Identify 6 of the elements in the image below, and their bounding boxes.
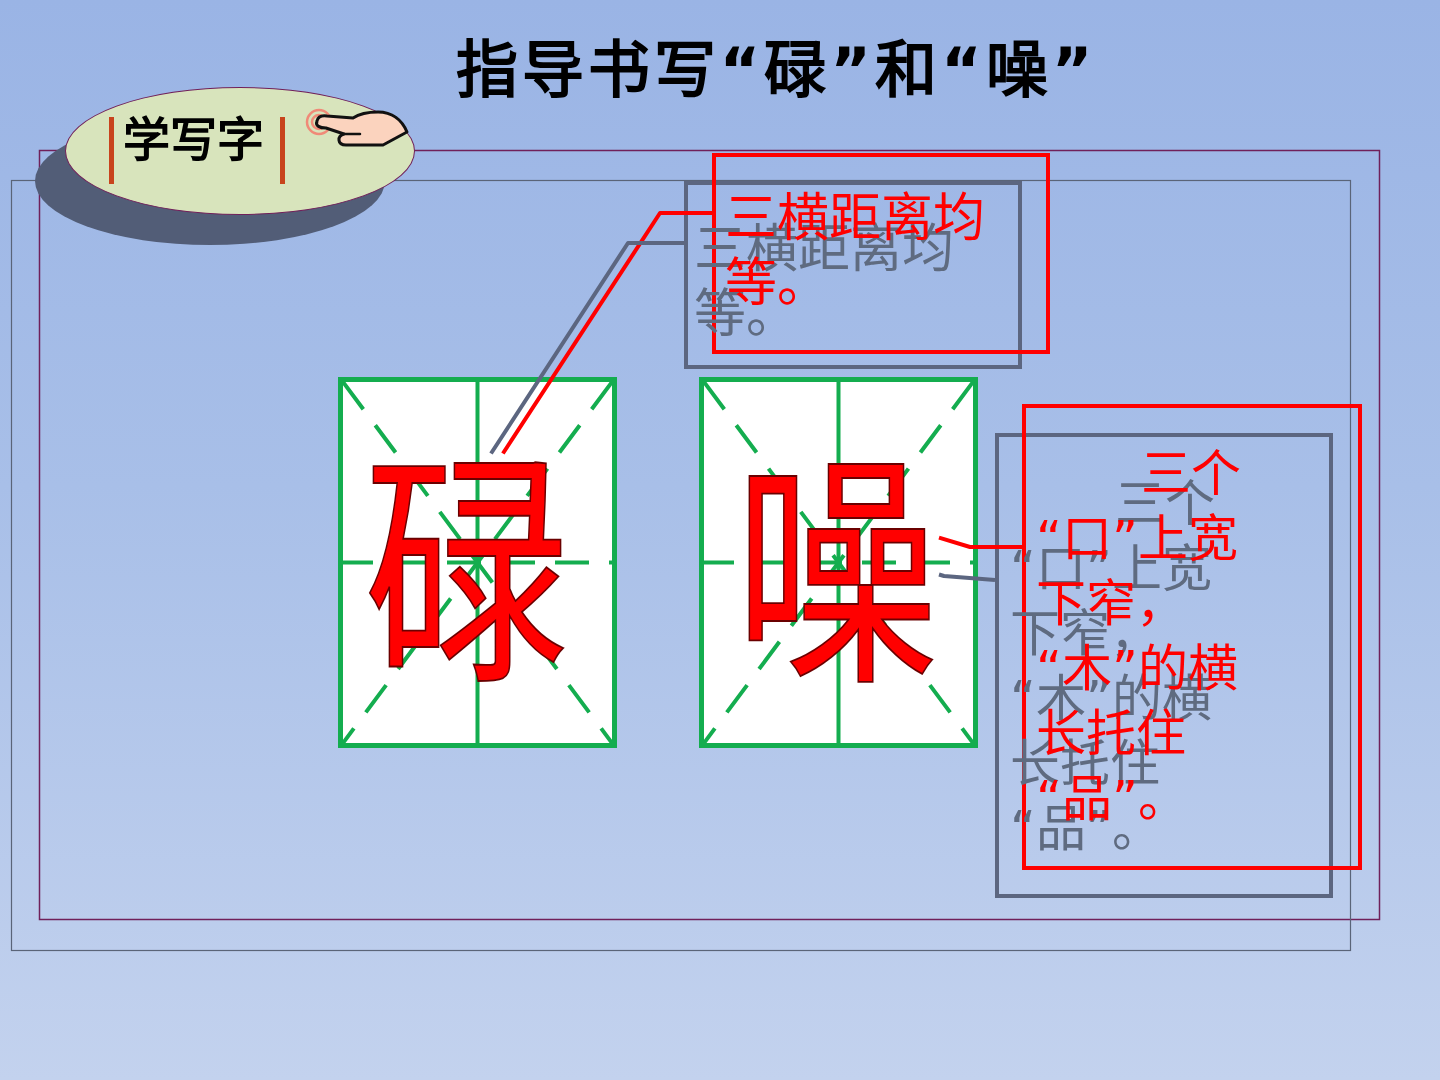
badge-label: 学写字 bbox=[123, 112, 264, 168]
leader-line bbox=[938, 572, 996, 582]
leader-line bbox=[489, 241, 684, 455]
title: 指导书写“碌”和“噪” bbox=[455, 34, 1097, 108]
leader-line bbox=[501, 211, 712, 455]
leader-line bbox=[938, 535, 1022, 549]
